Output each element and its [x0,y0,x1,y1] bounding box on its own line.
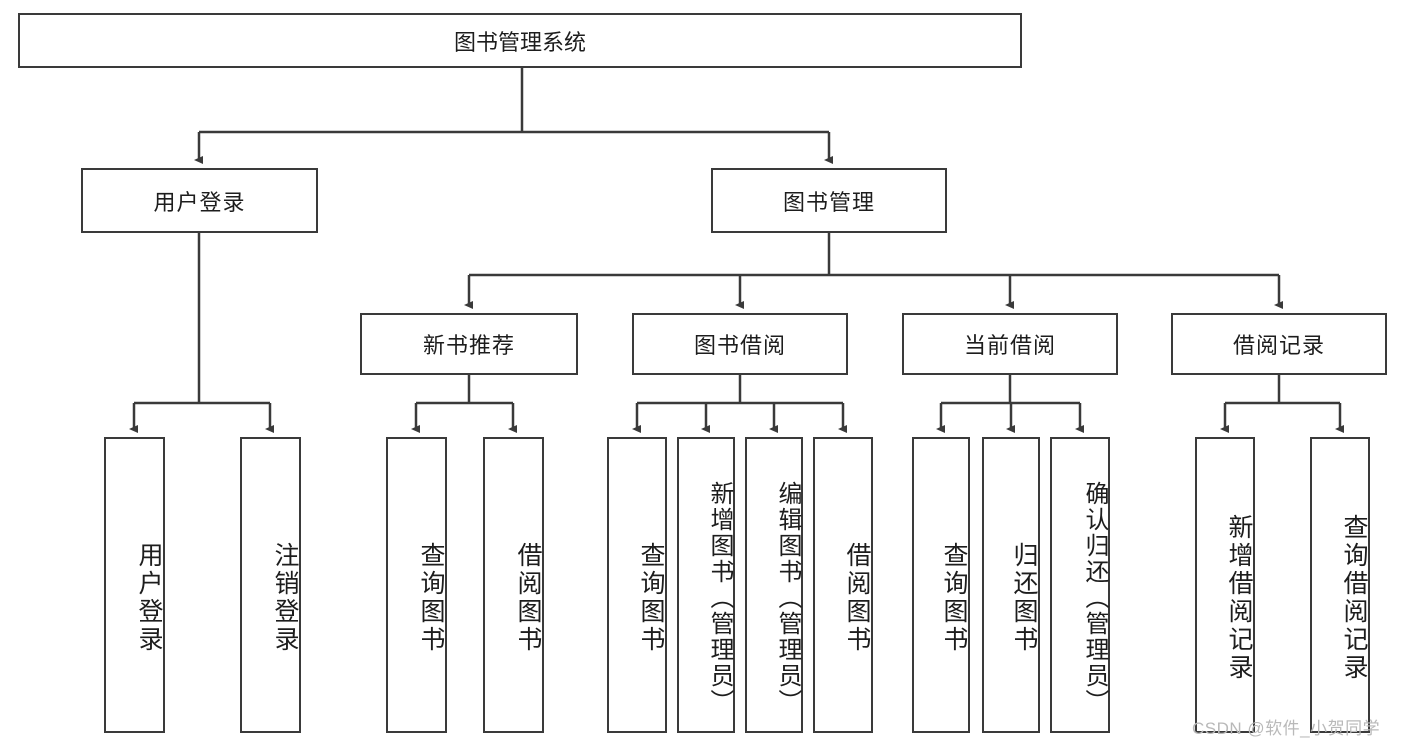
node-label: 用户登录 [153,189,246,215]
node-label: 查询图书 [637,542,665,654]
node-label: 查询图书 [417,542,445,654]
node-label: 用户登录 [135,542,163,654]
leaf-borrow-add-book-admin[interactable]: 新增图书（管理员） [677,437,735,733]
leaf-recommend-query-book[interactable]: 查询图书 [386,437,447,733]
node-new-book-recommend[interactable]: 新书推荐 [360,313,578,375]
node-current-borrow[interactable]: 当前借阅 [902,313,1118,375]
node-label: 编辑图书（管理员） [774,481,801,715]
node-label: 注销登录 [271,542,299,654]
node-book-management[interactable]: 图书管理 [711,168,947,233]
node-borrow-record[interactable]: 借阅记录 [1171,313,1387,375]
leaf-borrow-borrow-book[interactable]: 借阅图书 [813,437,873,733]
leaf-user-login[interactable]: 用户登录 [104,437,165,733]
node-label: 图书管理 [782,189,875,215]
node-label: 借阅记录 [1232,333,1325,358]
node-label: 图书借阅 [693,333,786,358]
leaf-user-logout[interactable]: 注销登录 [240,437,301,733]
node-label: 新增借阅记录 [1225,514,1253,682]
leaf-borrow-query-book[interactable]: 查询图书 [607,437,667,733]
node-label: 确认归还（管理员） [1081,481,1108,715]
node-label: 借阅图书 [514,542,542,654]
csdn-watermark: CSDN @软件_小贺同学 [1192,719,1381,738]
node-label: 图书管理系统 [453,29,586,55]
leaf-record-add[interactable]: 新增借阅记录 [1195,437,1255,733]
node-label: 新增图书（管理员） [706,481,733,715]
node-label: 借阅图书 [843,542,871,654]
leaf-record-query[interactable]: 查询借阅记录 [1310,437,1370,733]
leaf-borrow-edit-book-admin[interactable]: 编辑图书（管理员） [745,437,803,733]
node-label: 查询图书 [940,542,968,654]
node-label: 归还图书 [1010,542,1038,654]
leaf-current-confirm-return-admin[interactable]: 确认归还（管理员） [1050,437,1110,733]
leaf-current-query-book[interactable]: 查询图书 [912,437,970,733]
node-user-login[interactable]: 用户登录 [81,168,318,233]
leaf-current-return-book[interactable]: 归还图书 [982,437,1040,733]
node-label: 查询借阅记录 [1340,514,1368,682]
node-book-borrow[interactable]: 图书借阅 [632,313,848,375]
node-label: 新书推荐 [422,333,515,358]
node-label: 当前借阅 [963,333,1056,358]
leaf-recommend-borrow-book[interactable]: 借阅图书 [483,437,544,733]
node-root-system[interactable]: 图书管理系统 [18,13,1022,68]
